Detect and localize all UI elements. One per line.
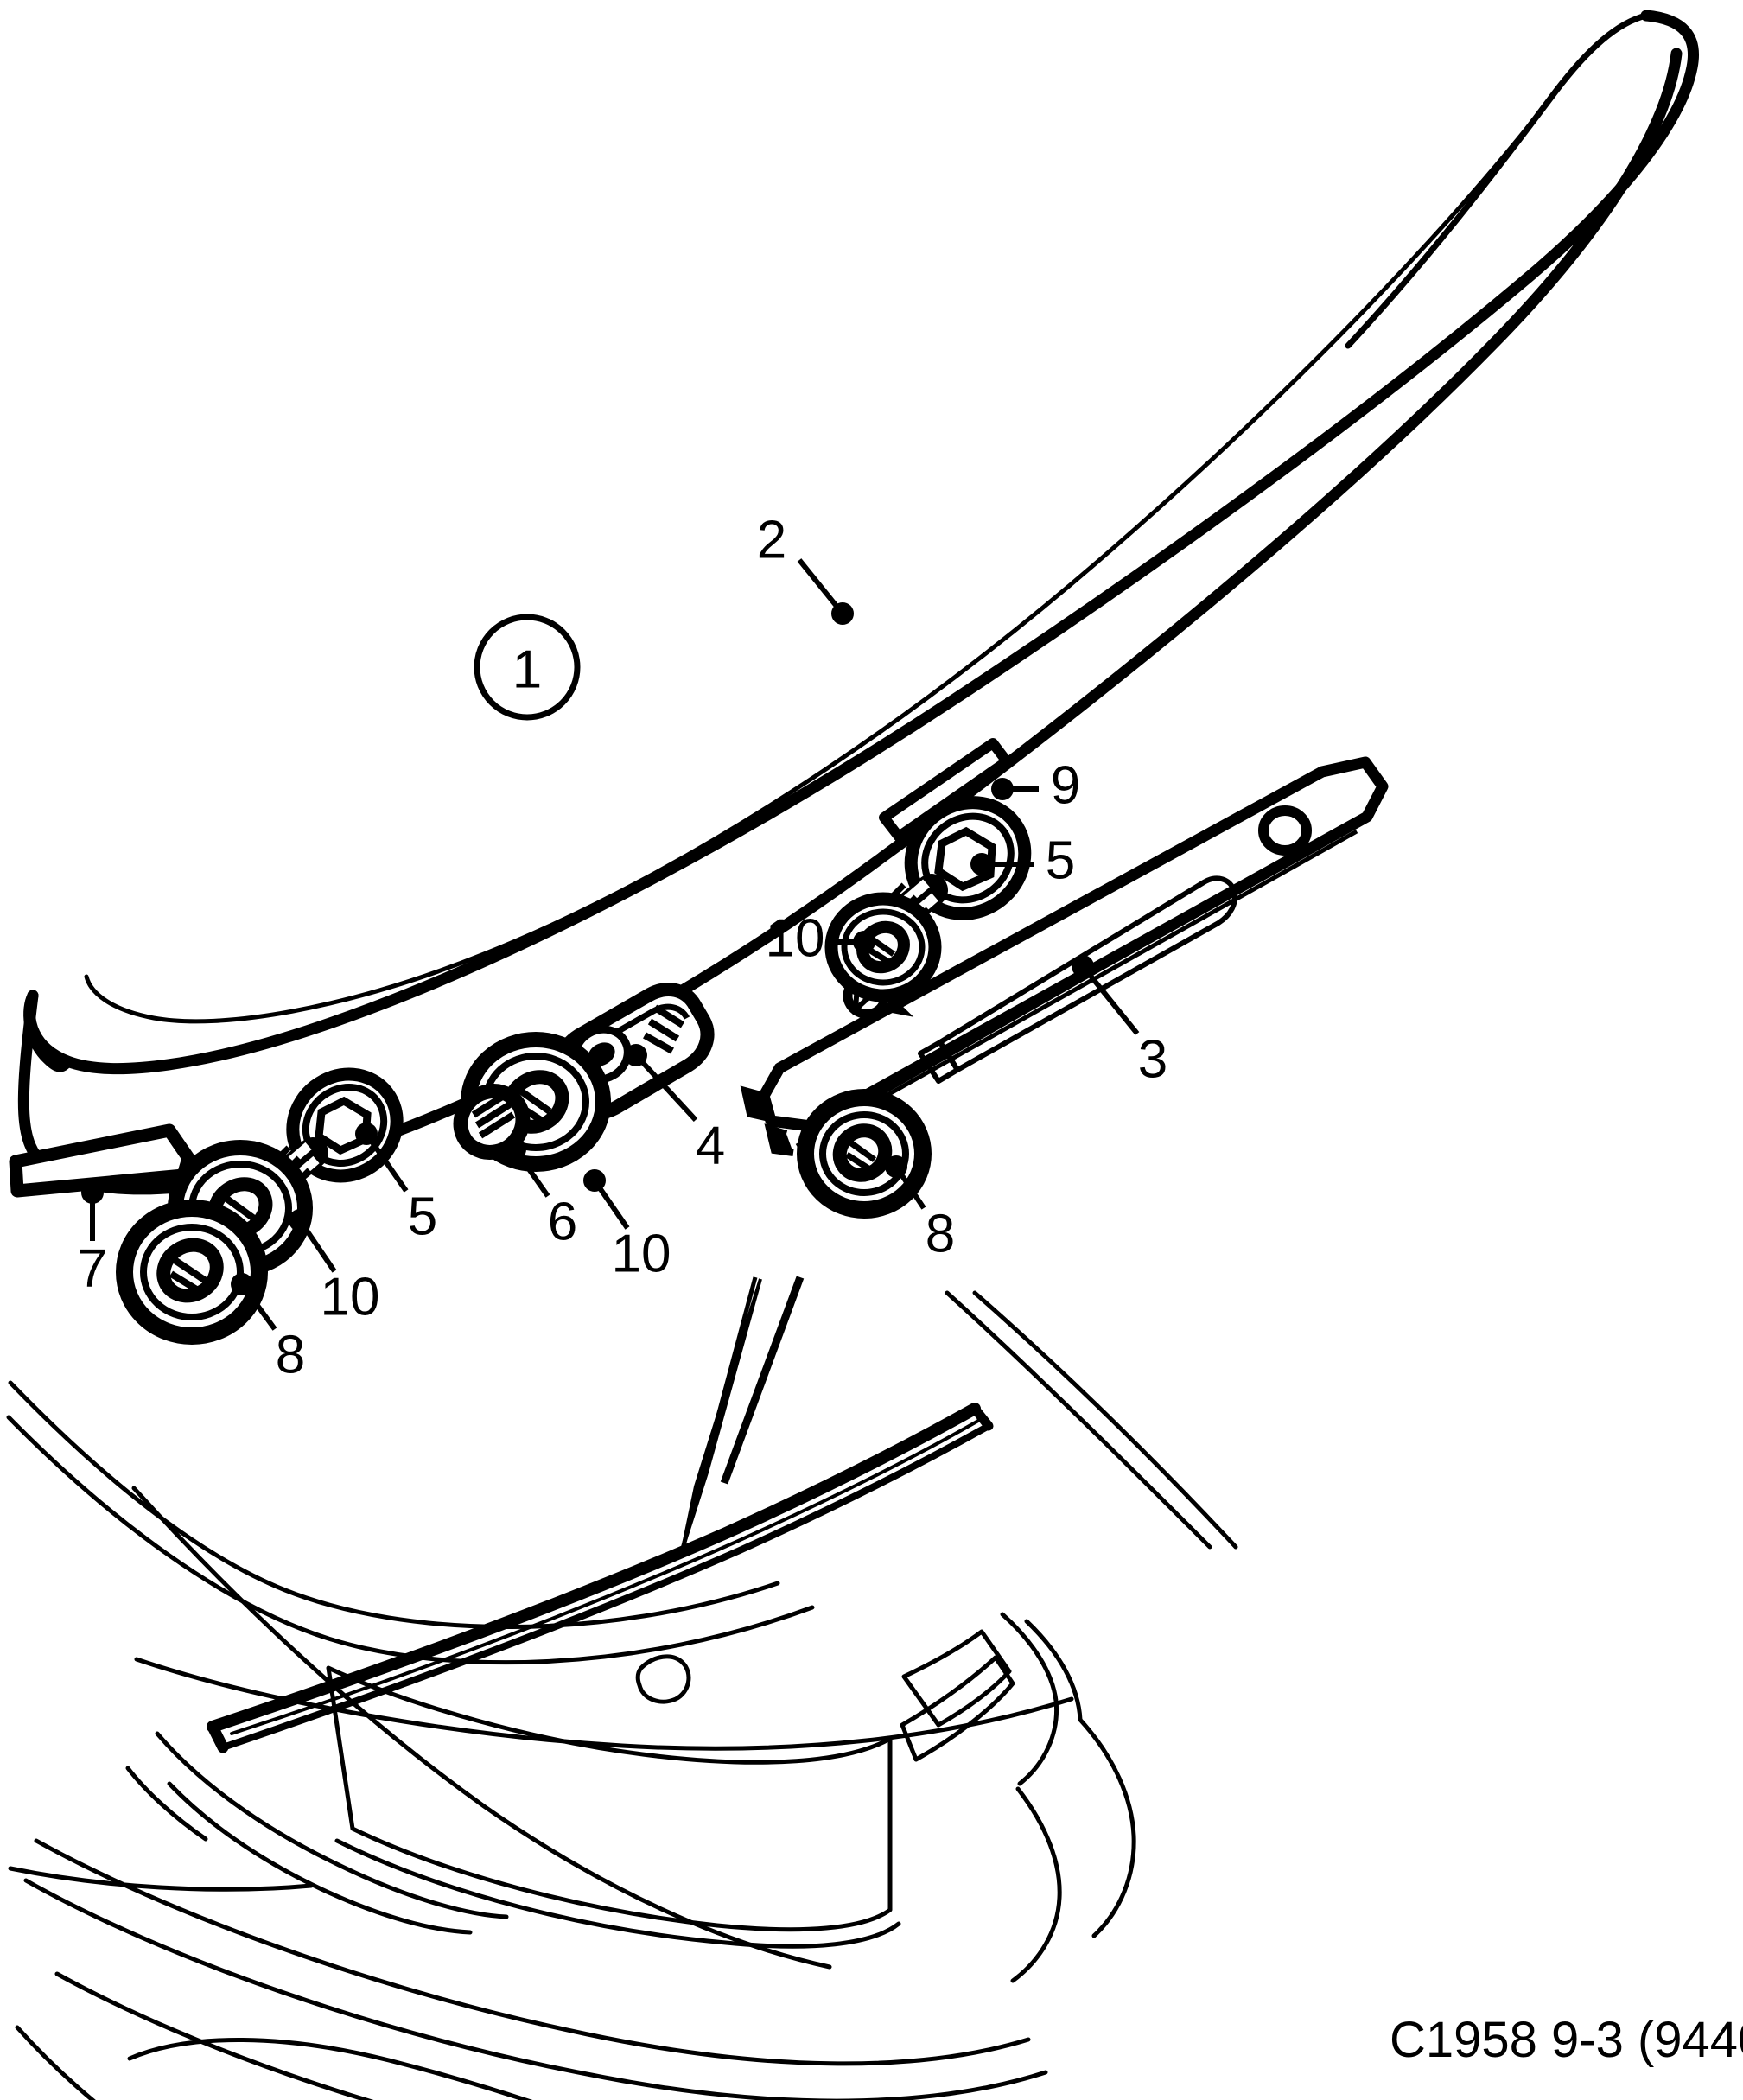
callout-anchor-dot bbox=[231, 1273, 253, 1295]
callout-hex-flange-bolt: 5 bbox=[355, 1123, 437, 1246]
callout-number-3: 3 bbox=[1138, 1029, 1167, 1089]
callout-anchor-dot bbox=[831, 602, 854, 625]
callout-hex-flange-bolt: 5 bbox=[970, 830, 1075, 890]
wedge-spacer bbox=[9, 1123, 195, 1198]
callout-flat-washer: 10 bbox=[289, 1209, 379, 1327]
callout-rear-spoiler-blade: 2 bbox=[757, 510, 854, 625]
callout-leader-line bbox=[364, 1132, 409, 1193]
vehicle-rear-outline bbox=[6, 1290, 1238, 2100]
callout-clip-nut-housing: 4 bbox=[625, 1044, 725, 1175]
flange-nut-right bbox=[797, 1089, 932, 1219]
callout-number-5: 5 bbox=[1046, 830, 1075, 890]
callout-number-10: 10 bbox=[612, 1224, 671, 1283]
callout-flat-washer: 10 bbox=[766, 908, 875, 968]
callout-number-7: 7 bbox=[78, 1238, 107, 1298]
adhesive-strip bbox=[879, 738, 1012, 842]
callout-flange-nut: 8 bbox=[231, 1273, 305, 1384]
callout-small-nut: 6 bbox=[504, 1138, 577, 1251]
flat-washer-right bbox=[824, 892, 942, 1002]
callout-anchor-dot bbox=[583, 1169, 606, 1192]
callout-number-9: 9 bbox=[1051, 755, 1080, 815]
callout-anchor-dot bbox=[355, 1123, 378, 1145]
callout-anchor-dot bbox=[885, 1155, 907, 1178]
callout-anchor-dot bbox=[625, 1044, 647, 1066]
callout-anchor-dot bbox=[504, 1138, 526, 1161]
diagram-caption: C1958 9-3 (9440) bbox=[1390, 2012, 1743, 2068]
callout-anchor-dot bbox=[289, 1209, 311, 1231]
callout-anchor-dot bbox=[853, 931, 875, 953]
callout-leader-line bbox=[797, 558, 845, 615]
callout-anchor-dot bbox=[1072, 955, 1094, 977]
callout-leader-line bbox=[633, 1053, 698, 1123]
callout-number-8: 8 bbox=[926, 1204, 955, 1263]
callout-number-2: 2 bbox=[757, 510, 786, 570]
callout-number-4: 4 bbox=[696, 1116, 725, 1175]
assembly-group-number: 1 bbox=[512, 640, 542, 700]
callout-leader-line bbox=[1080, 964, 1140, 1035]
callout-flat-washer: 10 bbox=[583, 1169, 671, 1283]
callout-anchor-dot bbox=[970, 853, 993, 875]
callout-anchor-dot bbox=[991, 778, 1014, 800]
callout-flange-nut: 8 bbox=[885, 1155, 955, 1263]
callout-spoiler-mounting-bracket: 3 bbox=[1072, 955, 1167, 1089]
flange-nut-left bbox=[116, 1200, 268, 1345]
callout-anchor-dot bbox=[81, 1181, 104, 1204]
callout-number-6: 6 bbox=[548, 1192, 577, 1251]
callout-adhesive-strip: 9 bbox=[991, 755, 1080, 815]
callout-number-10: 10 bbox=[321, 1267, 380, 1327]
callout-wedge-spacer: 7 bbox=[78, 1181, 107, 1298]
assembly-group-callout: 1 bbox=[474, 614, 581, 721]
callout-number-5: 5 bbox=[408, 1187, 437, 1246]
spoiler-location-arrow bbox=[680, 1276, 805, 1550]
callout-layer: 2 3 4 5 5 6 7 8 8 9 10 10 10 bbox=[78, 510, 1167, 1384]
callout-number-10: 10 bbox=[766, 908, 825, 968]
callout-number-8: 8 bbox=[276, 1325, 305, 1384]
